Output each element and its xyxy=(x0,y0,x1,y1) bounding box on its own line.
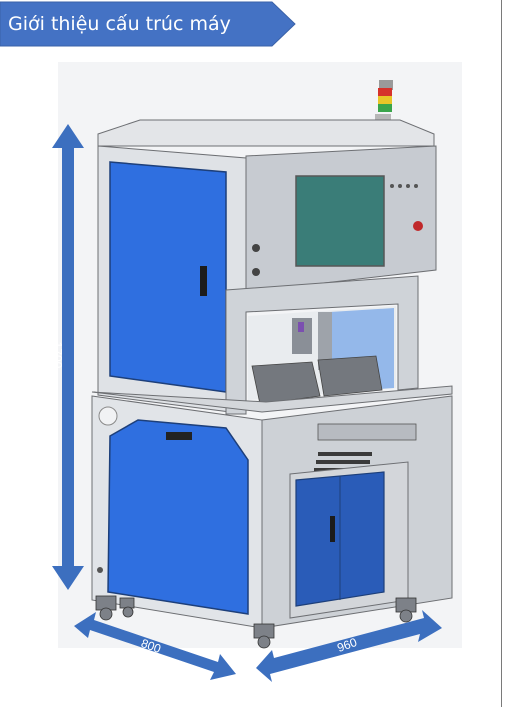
header-banner-shape xyxy=(0,1,296,47)
selector-switch-icon-2 xyxy=(252,268,260,276)
emergency-stop-icon xyxy=(413,221,423,231)
upper-blue-door xyxy=(109,161,227,393)
selector-switch-icon xyxy=(252,244,260,252)
gantry-frame xyxy=(225,275,419,415)
caster-icons xyxy=(95,595,417,649)
upper-cabinet-top xyxy=(97,119,435,147)
depth-dimension-arrow xyxy=(256,610,442,682)
page-title: Giới thiệu cấu trúc máy xyxy=(8,13,231,35)
vent-icon xyxy=(98,406,118,426)
height-dimension-arrow xyxy=(52,124,84,590)
power-socket-icon xyxy=(97,567,103,573)
section-header: Giới thiệu cấu trúc máy xyxy=(0,0,296,50)
fixture-tray-left xyxy=(251,361,321,405)
indicator-lights-icon xyxy=(390,184,418,188)
inner-handle-icon xyxy=(330,516,335,542)
drawer-strip xyxy=(317,423,417,441)
door-latch-icon xyxy=(166,432,192,440)
tool-head-icon xyxy=(298,322,304,332)
page-border-line xyxy=(501,0,502,707)
width-dimension-arrow xyxy=(74,612,236,680)
linear-axis xyxy=(292,318,312,354)
hmi-screen xyxy=(295,175,385,267)
lower-blue-door xyxy=(107,419,249,615)
table-top xyxy=(91,385,453,413)
height-dimension-label: 1700 xyxy=(50,341,65,369)
z-axis-column xyxy=(318,312,332,370)
fixture-tray-right xyxy=(317,355,383,397)
door-handle-icon xyxy=(200,266,207,296)
